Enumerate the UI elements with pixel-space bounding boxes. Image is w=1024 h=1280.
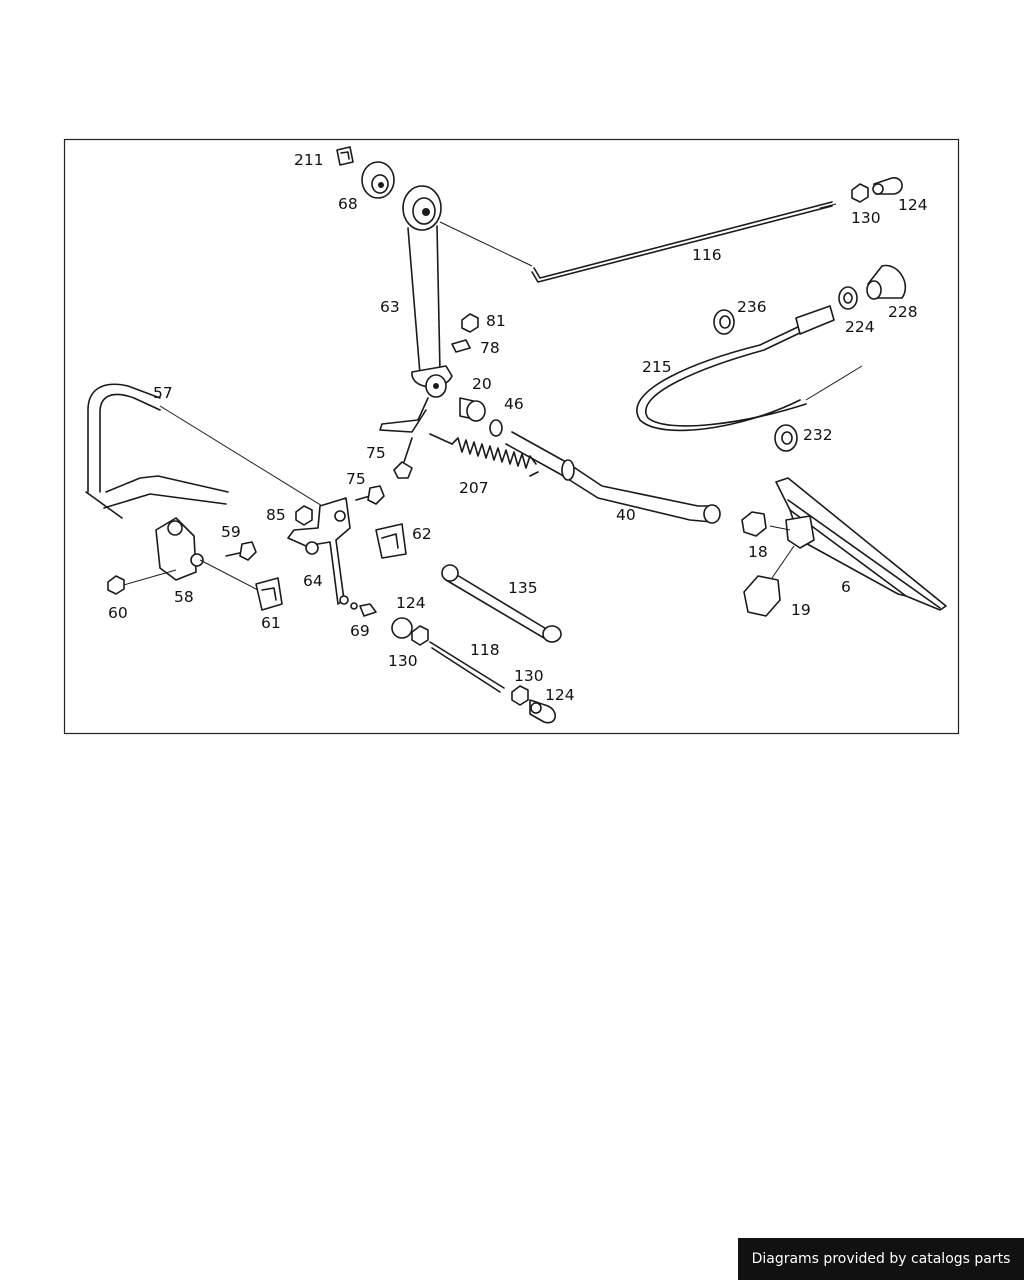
- label-116: 116: [692, 246, 722, 264]
- part-68-bushing[interactable]: [361, 161, 395, 199]
- part-207-spring[interactable]: [429, 433, 539, 477]
- label-118: 118: [470, 641, 500, 659]
- label-18: 18: [748, 543, 768, 561]
- part-118-rod[interactable]: [429, 641, 505, 693]
- label-135: 135: [508, 579, 538, 597]
- label-224: 224: [845, 318, 875, 336]
- part-46-circlip[interactable]: [489, 419, 503, 437]
- label-215: 215: [642, 358, 672, 376]
- part-40-rod[interactable]: [505, 431, 721, 524]
- label-68: 68: [338, 195, 358, 213]
- label-69: 69: [350, 622, 370, 640]
- part-85-nut[interactable]: [295, 505, 313, 526]
- label-19: 19: [791, 601, 811, 619]
- part-124-socket-middle[interactable]: [391, 617, 413, 639]
- part-228-knob[interactable]: [866, 264, 907, 300]
- label-130-middle: 130: [388, 652, 418, 670]
- credit-footer: Diagrams provided by catalogs parts: [738, 1238, 1024, 1280]
- part-215-cable[interactable]: [636, 305, 863, 432]
- part-64-lever[interactable]: [287, 497, 351, 605]
- part-69-ball-pin[interactable]: [350, 602, 377, 617]
- label-236: 236: [737, 298, 767, 316]
- label-57: 57: [153, 384, 173, 402]
- label-58: 58: [174, 588, 194, 606]
- part-20-bushing[interactable]: [459, 397, 486, 422]
- label-81: 81: [486, 312, 506, 330]
- label-207: 207: [459, 479, 489, 497]
- label-61: 61: [261, 614, 281, 632]
- label-124-middle: 124: [396, 594, 426, 612]
- label-130: 130: [851, 209, 881, 227]
- part-124-socket-top[interactable]: [872, 177, 903, 195]
- part-62-clip[interactable]: [375, 523, 407, 559]
- part-130-nut-lower[interactable]: [511, 685, 529, 706]
- label-211: 211: [294, 151, 324, 169]
- label-6: 6: [841, 578, 851, 596]
- label-78: 78: [480, 339, 500, 357]
- part-63-pedal-arm[interactable]: [379, 185, 453, 433]
- part-59-bolt[interactable]: [225, 541, 257, 561]
- part-124-socket-lower[interactable]: [529, 699, 556, 724]
- label-75-upper: 75: [366, 444, 386, 462]
- label-130-lower: 130: [514, 667, 544, 685]
- label-124: 124: [898, 196, 928, 214]
- label-46: 46: [504, 395, 524, 413]
- part-57-tube[interactable]: [87, 383, 333, 513]
- part-18-pivot[interactable]: [741, 511, 815, 549]
- part-58-bracket[interactable]: [85, 491, 259, 591]
- part-19-stop[interactable]: [743, 545, 795, 617]
- part-60-nut[interactable]: [107, 575, 125, 595]
- label-124-lower: 124: [545, 686, 575, 704]
- part-211-clip[interactable]: [336, 146, 354, 166]
- diagram-frame: [63, 138, 960, 735]
- label-20: 20: [472, 375, 492, 393]
- part-116-rod[interactable]: [439, 201, 837, 283]
- label-228: 228: [888, 303, 918, 321]
- label-40: 40: [616, 506, 636, 524]
- part-61-clip[interactable]: [255, 577, 283, 611]
- part-236-grommet[interactable]: [713, 309, 735, 335]
- label-63: 63: [380, 298, 400, 316]
- part-130-nut-top[interactable]: [851, 183, 869, 203]
- part-78-clip[interactable]: [451, 339, 471, 353]
- label-64: 64: [303, 572, 323, 590]
- label-59: 59: [221, 523, 241, 541]
- label-62: 62: [412, 525, 432, 543]
- part-75-bolt-lower[interactable]: [355, 485, 385, 505]
- part-135-link[interactable]: [441, 564, 562, 643]
- part-224-nut[interactable]: [838, 286, 858, 310]
- part-130-nut-middle[interactable]: [411, 625, 429, 646]
- label-85: 85: [266, 506, 286, 524]
- label-60: 60: [108, 604, 128, 622]
- part-232-grommet[interactable]: [774, 424, 798, 452]
- part-81-nut[interactable]: [461, 313, 479, 333]
- part-75-bolt-upper[interactable]: [393, 437, 413, 479]
- label-232: 232: [803, 426, 833, 444]
- label-75-lower: 75: [346, 470, 366, 488]
